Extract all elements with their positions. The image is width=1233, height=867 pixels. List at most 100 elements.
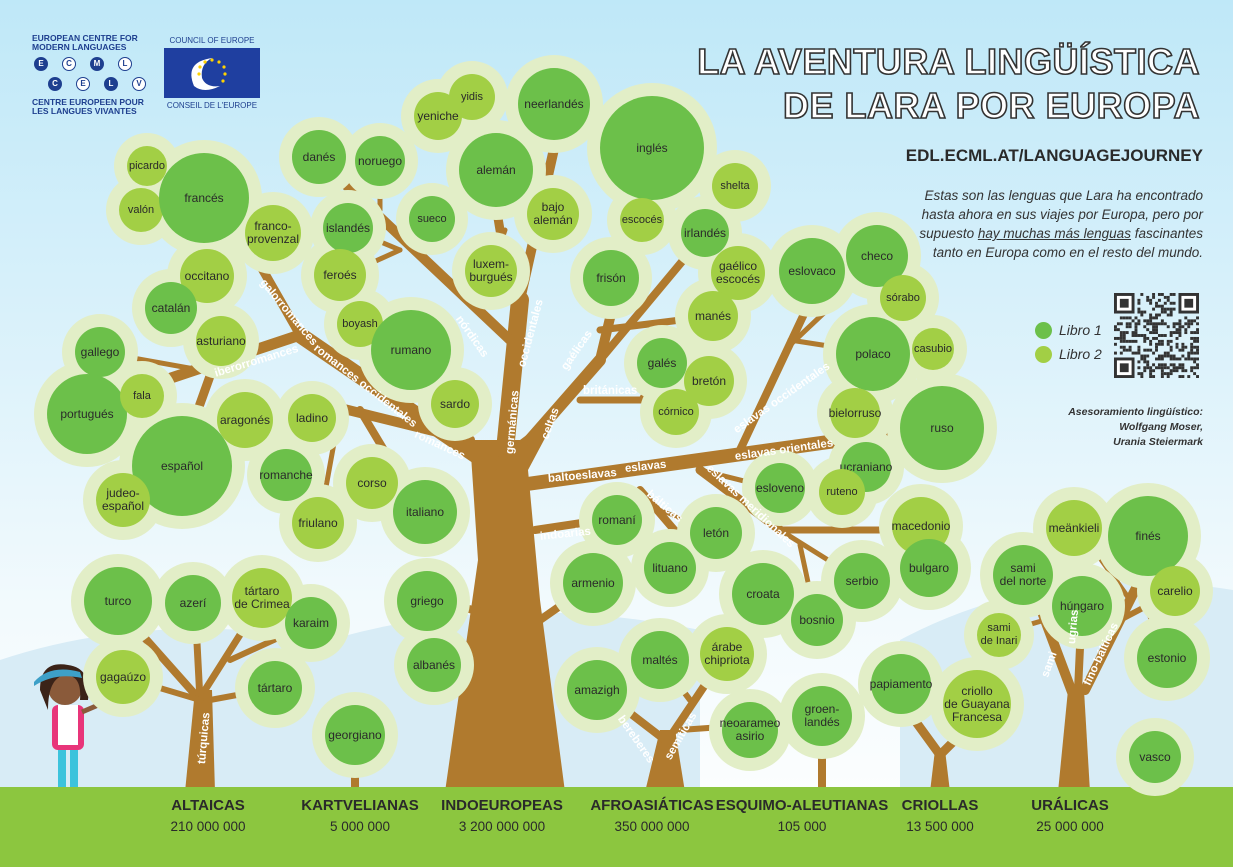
language-node[interactable]: serbio — [834, 553, 890, 609]
language-node[interactable]: bajo alemán — [527, 188, 579, 240]
page-title: LA AVENTURA LINGÜÍSTICA DE LARA POR EURO… — [696, 40, 1200, 128]
language-node[interactable]: esloveno — [755, 463, 805, 513]
language-node[interactable]: inglés — [600, 96, 704, 200]
language-node[interactable]: carelio — [1150, 566, 1200, 616]
language-node[interactable]: islandés — [323, 203, 373, 253]
language-node[interactable]: albanés — [407, 638, 461, 692]
language-node[interactable]: casubio — [912, 328, 954, 370]
language-node[interactable]: gallego — [75, 327, 125, 377]
language-node[interactable]: francés — [159, 153, 249, 243]
language-node[interactable]: irlandés — [681, 209, 729, 257]
language-node[interactable]: catalán — [145, 282, 197, 334]
language-node[interactable]: sórabo — [880, 275, 926, 321]
language-node[interactable]: bielorruso — [829, 388, 881, 438]
language-node[interactable]: lituano — [644, 542, 696, 594]
language-node[interactable]: húngaro — [1052, 576, 1112, 636]
language-node[interactable]: amazigh — [567, 660, 627, 720]
language-node[interactable]: friulano — [292, 497, 344, 549]
ecml-letters: E C M L C E L V — [32, 55, 152, 95]
legend-book1: Libro 1 — [1035, 318, 1102, 342]
language-node[interactable]: escocés — [620, 198, 664, 242]
language-node[interactable]: sardo — [431, 380, 479, 428]
language-node[interactable]: polaco — [836, 317, 910, 391]
family-name: ESQUIMO-ALEUTIANAS — [715, 797, 889, 814]
language-node[interactable]: ladino — [288, 394, 336, 442]
language-node[interactable]: picardo — [127, 146, 167, 186]
language-node[interactable]: neerlandés — [518, 68, 590, 140]
language-node[interactable]: manés — [688, 291, 738, 341]
family-name: AFROASIÁTICAS — [590, 797, 714, 814]
language-node[interactable]: turco — [84, 567, 152, 635]
language-node[interactable]: sueco — [409, 196, 455, 242]
language-node[interactable]: finés — [1108, 496, 1188, 576]
language-node[interactable]: galés — [637, 338, 687, 388]
language-node[interactable]: tártaro — [248, 661, 302, 715]
language-node[interactable]: groen- landés — [792, 686, 852, 746]
language-node[interactable]: bulgaro — [900, 539, 958, 597]
language-node[interactable]: georgiano — [325, 705, 385, 765]
intro-text: Estas son las lenguas que Lara ha encont… — [903, 186, 1203, 262]
language-node[interactable]: ruso — [900, 386, 984, 470]
language-node[interactable]: tártaro de Crimea — [232, 568, 292, 628]
family-name: URÁLICAS — [1031, 797, 1109, 814]
website-url[interactable]: EDL.ECML.AT/LANGUAGEJOURNEY — [905, 146, 1203, 165]
coe-stars-icon — [191, 58, 227, 90]
language-node[interactable]: maltés — [631, 631, 689, 689]
speaker-count: 25 000 000 — [1036, 819, 1104, 834]
language-node[interactable]: romanche — [259, 449, 313, 501]
language-node[interactable]: criollo de Guayana Francesa — [943, 670, 1011, 738]
council-of-europe-logo[interactable]: COUNCIL OF EUROPE CONSEIL DE L'EUROPE — [162, 36, 262, 110]
language-node[interactable]: aragonés — [217, 392, 273, 448]
language-node[interactable]: franco- provenzal — [245, 205, 301, 261]
ground — [0, 787, 1233, 867]
language-node[interactable]: shelta — [712, 163, 758, 209]
language-node[interactable]: letón — [690, 507, 742, 559]
language-node[interactable]: noruego — [355, 136, 405, 186]
ecml-letter: C — [48, 77, 62, 91]
language-node[interactable]: croata — [732, 563, 794, 625]
language-node[interactable]: neoarameo asirio — [720, 702, 780, 758]
language-node[interactable]: griego — [397, 571, 457, 631]
language-node[interactable]: romaní — [592, 495, 642, 545]
language-node[interactable]: gagaúzo — [96, 650, 150, 704]
language-node[interactable]: alemán — [459, 133, 533, 207]
language-node[interactable]: rumano — [371, 310, 451, 390]
language-node[interactable]: frisón — [583, 250, 639, 306]
ecml-logo[interactable]: EUROPEAN CENTRE FOR MODERN LANGUAGES E C… — [32, 34, 152, 116]
language-node[interactable]: sami de Inari — [977, 613, 1021, 657]
language-node[interactable]: papiamento — [870, 654, 932, 714]
language-node[interactable]: eslovaco — [779, 238, 845, 304]
speaker-count: 5 000 000 — [329, 819, 391, 834]
language-node[interactable]: portugués — [47, 374, 127, 454]
language-node[interactable]: corso — [346, 457, 398, 509]
language-node[interactable]: yeniche — [414, 92, 462, 140]
ecml-letter: L — [118, 57, 132, 71]
qr-code[interactable] — [1113, 293, 1200, 378]
language-node[interactable]: azerí — [165, 575, 221, 631]
language-node[interactable]: estonio — [1137, 628, 1197, 688]
language-node[interactable]: judeo- español — [96, 473, 150, 527]
language-node[interactable]: bosnio — [791, 594, 843, 646]
language-node[interactable]: córnico — [653, 389, 699, 435]
language-node[interactable]: árabe chipriota — [700, 627, 754, 681]
language-node[interactable]: valón — [119, 188, 163, 232]
language-node[interactable]: vasco — [1129, 731, 1181, 783]
language-node[interactable]: ruteno — [819, 469, 865, 515]
branch-label: británicas — [583, 385, 638, 397]
language-node[interactable]: armenio — [563, 553, 623, 613]
coe-text: CONSEIL DE L'EUROPE — [166, 101, 258, 110]
language-node[interactable]: gaélico escocés — [711, 246, 765, 300]
speaker-count: 3 200 000 000 — [458, 819, 546, 834]
language-node[interactable]: feroés — [314, 249, 366, 301]
language-node[interactable]: luxem- burgués — [465, 245, 517, 297]
language-node[interactable]: sami del norte — [993, 545, 1053, 605]
language-node[interactable]: karaim — [285, 597, 337, 649]
language-node[interactable]: fala — [120, 374, 164, 418]
language-node[interactable]: danés — [292, 130, 346, 184]
language-node[interactable]: meänkieli — [1046, 500, 1102, 556]
language-node[interactable]: italiano — [393, 480, 457, 544]
language-node[interactable]: asturiano — [196, 316, 246, 366]
